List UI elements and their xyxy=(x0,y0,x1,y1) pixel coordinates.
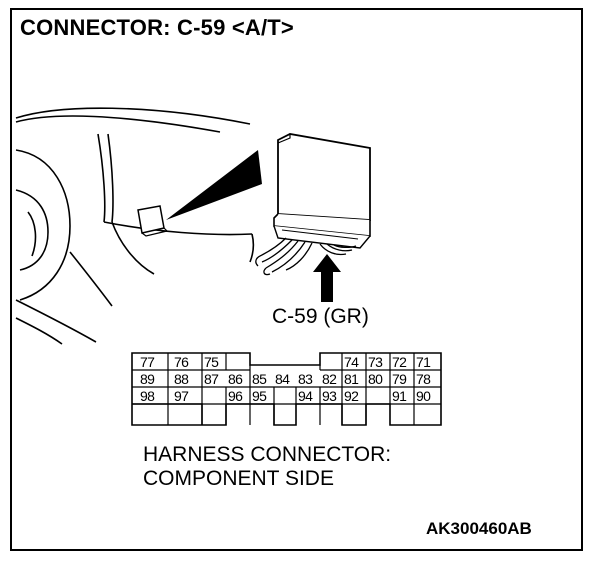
connector-label: C-59 (GR) xyxy=(272,305,369,328)
caption-line-2: COMPONENT SIDE xyxy=(143,467,334,490)
pin-90: 90 xyxy=(416,388,431,404)
pin-76: 76 xyxy=(174,354,189,370)
dashboard-outline xyxy=(15,107,255,345)
figure-id: AK300460AB xyxy=(426,519,532,538)
pin-95: 95 xyxy=(252,388,267,404)
pin-74: 74 xyxy=(344,354,359,370)
pin-72: 72 xyxy=(392,354,407,370)
pin-81: 81 xyxy=(344,371,359,387)
pin-83: 83 xyxy=(298,371,313,387)
pin-88: 88 xyxy=(174,371,189,387)
pin-79: 79 xyxy=(392,371,407,387)
pin-73: 73 xyxy=(368,354,383,370)
pin-85: 85 xyxy=(252,371,267,387)
pin-93: 93 xyxy=(322,388,337,404)
connector-grid-lines xyxy=(132,353,441,425)
pin-75: 75 xyxy=(204,354,219,370)
ecu-module xyxy=(273,133,371,249)
pin-96: 96 xyxy=(228,388,243,404)
pin-78: 78 xyxy=(416,371,431,387)
pin-82: 82 xyxy=(322,371,337,387)
wire-harness xyxy=(255,237,357,276)
pin-94: 94 xyxy=(298,388,313,404)
pin-86: 86 xyxy=(228,371,243,387)
pin-91: 91 xyxy=(392,388,407,404)
pin-98: 98 xyxy=(140,388,155,404)
pin-80: 80 xyxy=(368,371,383,387)
diagram-frame xyxy=(10,8,583,551)
pin-71: 71 xyxy=(416,354,431,370)
ecu-location-marker xyxy=(137,205,169,237)
diagram-title: CONNECTOR: C-59 <A/T> xyxy=(20,15,294,40)
pin-87: 87 xyxy=(204,371,219,387)
caption-line-1: HARNESS CONNECTOR: xyxy=(143,443,392,466)
pin-84: 84 xyxy=(275,371,290,387)
callout-wedge xyxy=(166,150,262,220)
pin-97: 97 xyxy=(174,388,189,404)
pin-89: 89 xyxy=(140,371,155,387)
pin-77: 77 xyxy=(140,354,155,370)
arrow-up-icon xyxy=(313,254,341,302)
pin-92: 92 xyxy=(344,388,359,404)
connector-caption: HARNESS CONNECTOR: COMPONENT SIDE xyxy=(143,443,391,491)
